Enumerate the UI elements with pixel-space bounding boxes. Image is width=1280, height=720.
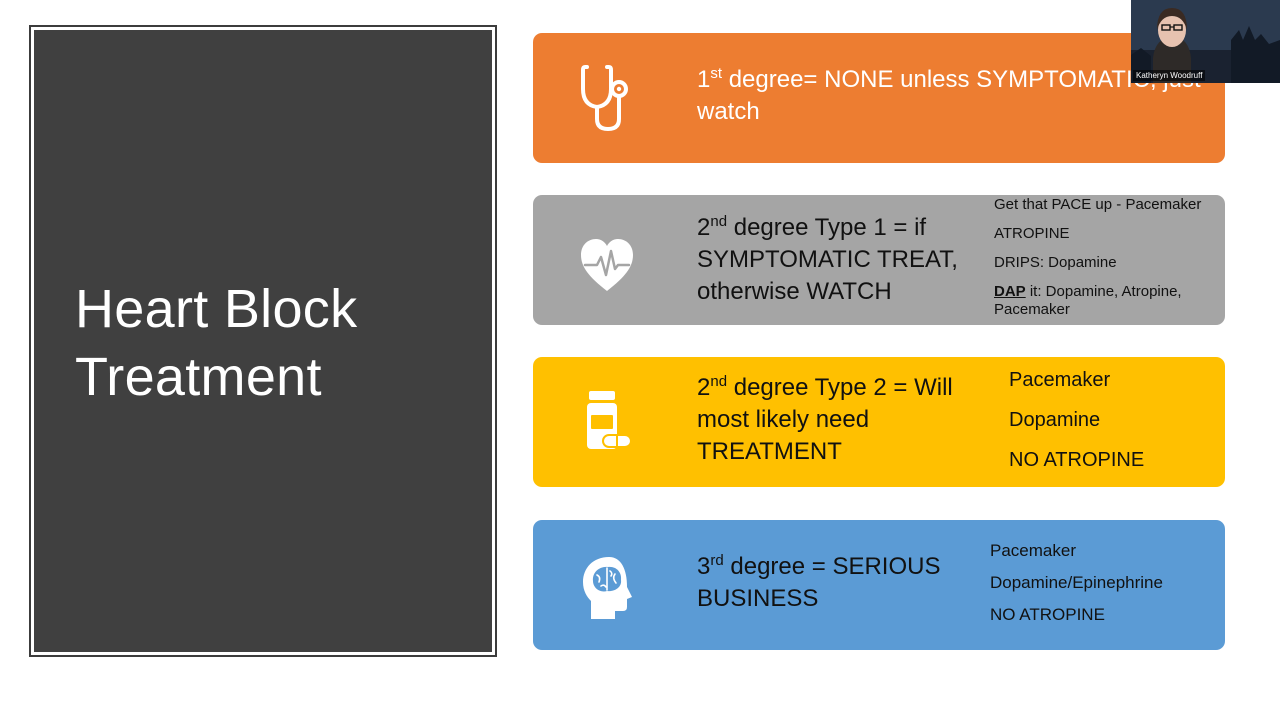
- first-degree-description: degree= NONE unless SYMPTOMATIC, just wa…: [697, 66, 1201, 125]
- note-item: Pacemaker: [1009, 369, 1111, 391]
- note-item: ATROPINE: [994, 225, 1070, 242]
- stethoscope-icon: [581, 65, 628, 131]
- card-second-degree-type-2: 2nd degree Type 2 = Will most likely nee…: [533, 357, 1225, 487]
- medicine-bottle-icon: [587, 391, 632, 449]
- second-degree-type-1-description: degree Type 1 = if SYMPTOMATIC TREAT, ot…: [697, 214, 958, 305]
- third-degree-notes: Pacemaker Dopamine/Epinephrine NO ATROPI…: [990, 540, 1220, 636]
- second-degree-type-1-number: 2: [697, 214, 711, 241]
- note-item-dap: DAP it: Dopamine, Atropine, Pacemaker: [994, 283, 1222, 319]
- dap-acronym: DAP: [994, 283, 1026, 300]
- title-panel: Heart Block Treatment: [29, 25, 497, 657]
- second-degree-type-2-description: degree Type 2 = Will most likely need TR…: [697, 374, 953, 465]
- first-degree-number: 1: [697, 66, 711, 93]
- second-degree-type-2-notes: Pacemaker Dopamine NO ATROPINE: [1009, 367, 1219, 487]
- heartbeat-icon: [581, 239, 633, 291]
- brain-head-icon: [583, 557, 632, 619]
- note-item: DRIPS: Dopamine: [994, 254, 1117, 271]
- title-panel-background: Heart Block Treatment: [34, 30, 492, 652]
- participant-name-label: Katheryn Woodruff: [1133, 70, 1206, 81]
- slide-title: Heart Block Treatment: [75, 275, 357, 411]
- second-degree-type-1-text: 2nd degree Type 1 = if SYMPTOMATIC TREAT…: [697, 212, 977, 308]
- third-degree-text: 3rd degree = SERIOUS BUSINESS: [697, 551, 987, 615]
- third-degree-description: degree = SERIOUS BUSINESS: [697, 553, 941, 612]
- slide-title-line-1: Heart Block: [75, 279, 358, 339]
- card-first-degree: 1st degree= NONE unless SYMPTOMATIC, jus…: [533, 33, 1225, 163]
- slide-title-line-2: Treatment: [75, 347, 322, 407]
- note-item: Pacemaker: [990, 541, 1076, 560]
- second-degree-type-2-text: 2nd degree Type 2 = Will most likely nee…: [697, 372, 997, 468]
- note-item: NO ATROPINE: [1009, 449, 1145, 471]
- note-item: Dopamine/Epinephrine: [990, 573, 1163, 592]
- second-degree-type-1-ordinal: nd: [710, 213, 728, 230]
- second-degree-type-2-ordinal: nd: [710, 373, 728, 390]
- first-degree-text: 1st degree= NONE unless SYMPTOMATIC, jus…: [697, 64, 1227, 128]
- second-degree-type-1-notes: Get that PACE up - Pacemaker ATROPINE DR…: [994, 196, 1222, 319]
- first-degree-ordinal: st: [710, 65, 723, 82]
- note-item: Dopamine: [1009, 409, 1101, 431]
- second-degree-type-2-number: 2: [697, 374, 711, 401]
- card-third-degree: 3rd degree = SERIOUS BUSINESS Pacemaker …: [533, 520, 1225, 650]
- note-item: NO ATROPINE: [990, 605, 1105, 624]
- note-item: Get that PACE up - Pacemaker: [994, 196, 1202, 213]
- card-second-degree-type-1: 2nd degree Type 1 = if SYMPTOMATIC TREAT…: [533, 195, 1225, 325]
- third-degree-ordinal: rd: [710, 552, 724, 569]
- webcam-thumbnail[interactable]: Katheryn Woodruff: [1131, 0, 1280, 83]
- dap-text: it: Dopamine, Atropine, Pacemaker: [994, 283, 1182, 318]
- third-degree-number: 3: [697, 553, 711, 580]
